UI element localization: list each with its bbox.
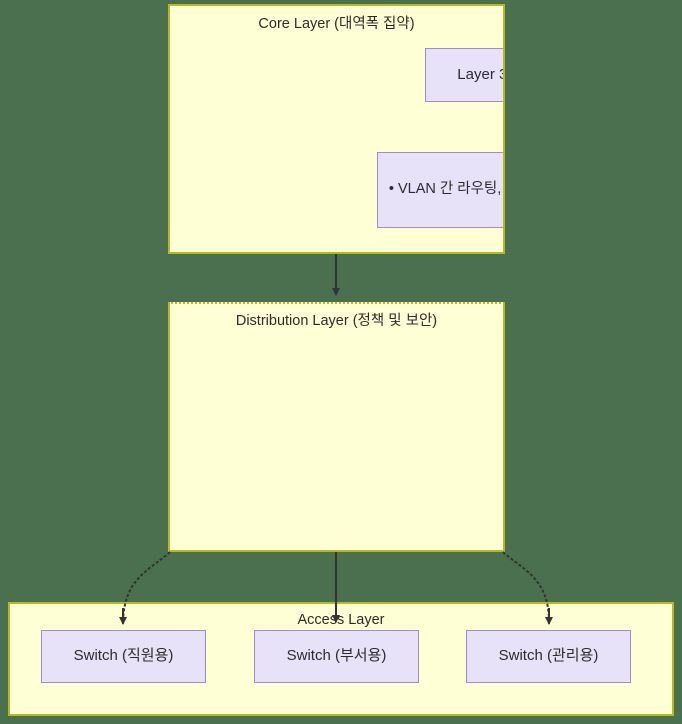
node-core-features[interactable]: • VLAN 간 라우팅, 다중 경로, 고가용성 xyxy=(377,152,503,228)
layer-container-distribution[interactable]: Distribution Layer (정책 및 보안) Layer 3 Swi… xyxy=(168,302,505,552)
node-access-switch-3[interactable]: Switch (관리용) xyxy=(466,630,631,683)
layer-container-core[interactable]: Core Layer (대역폭 집약) Layer 3 Switch • VLA… xyxy=(168,4,505,254)
layer-title-access: Access Layer xyxy=(297,612,385,628)
layer-title-distribution: Distribution Layer (정책 및 보안) xyxy=(235,313,438,329)
layer-title-core: Core Layer (대역폭 집약) xyxy=(258,16,415,32)
node-access-switch-2[interactable]: Switch (부서용) xyxy=(254,630,419,683)
node-access-switch-1[interactable]: Switch (직원용) xyxy=(41,630,206,683)
node-core-device[interactable]: Layer 3 Switch xyxy=(425,48,503,102)
